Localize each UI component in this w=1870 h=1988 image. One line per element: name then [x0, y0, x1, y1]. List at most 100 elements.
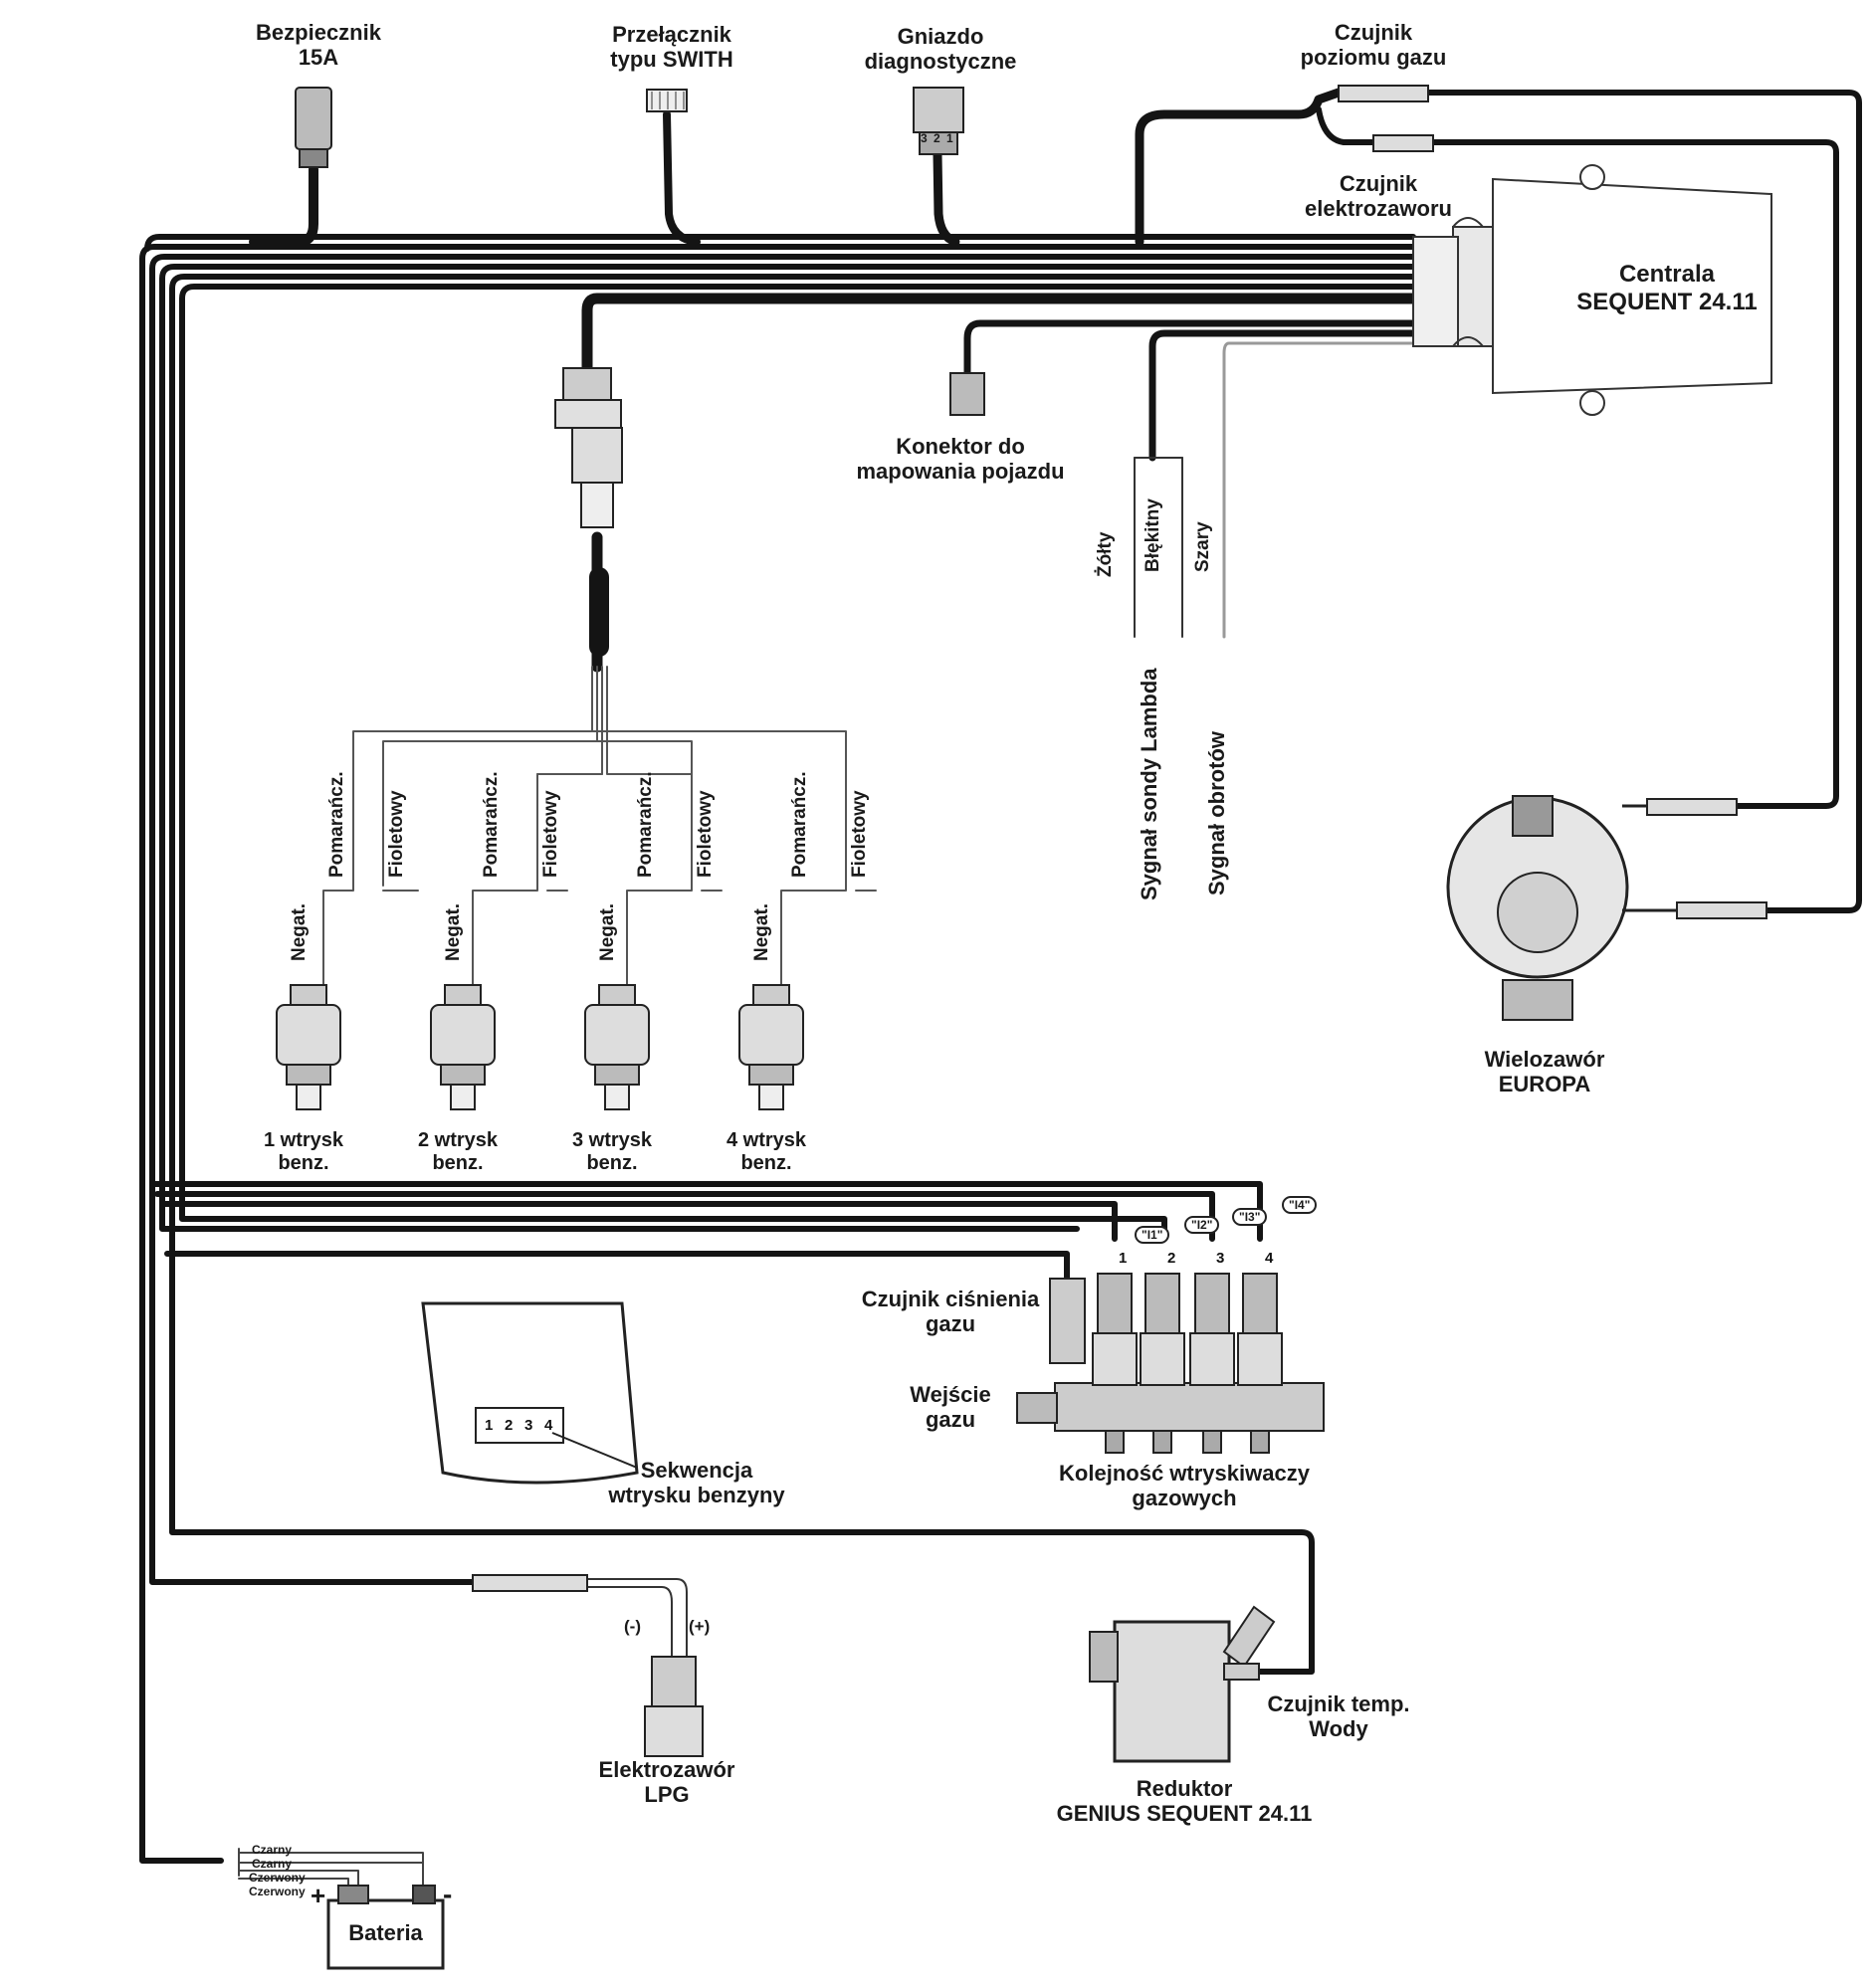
gas-injector-4: [1237, 1273, 1283, 1454]
inj2-violet-label: Fioletowy: [540, 790, 561, 878]
battery-wire-3: Czerwony: [249, 1871, 306, 1885]
battery-wire-4: Czerwony: [249, 1885, 306, 1898]
battery-plus: +: [311, 1881, 326, 1910]
inj1-orange-label: Pomarańcz.: [326, 771, 347, 878]
car-icon: [421, 1301, 639, 1485]
inj1-neg-label: Negat.: [289, 902, 310, 961]
signal-arrows: [1134, 457, 1183, 638]
gas-level-connector-icon: [1338, 85, 1434, 152]
petrol-harness: [581, 293, 1419, 374]
gas-injector-2-number: 2: [1167, 1250, 1176, 1267]
ecu-body: [1412, 164, 1772, 416]
gas-injector-1-tag: "I1": [1135, 1226, 1170, 1244]
petrol-injector-2: [430, 984, 496, 1110]
blue-wire-label: Błękitny: [1143, 498, 1163, 572]
lpg-polarity-positive: (+): [689, 1617, 711, 1636]
petrol-injector-4: [738, 984, 804, 1110]
inj4-neg-label: Negat.: [751, 902, 772, 961]
fuse-wire: [249, 164, 318, 247]
sequence-digit-4: 4: [544, 1417, 553, 1434]
multivalve-icon: [1446, 795, 1767, 1021]
gas-level-to-multivalve: [1425, 90, 1862, 913]
battery-label: Bateria: [348, 1920, 423, 1945]
gas-level-wire: [1135, 88, 1344, 247]
mapping-wire: [963, 319, 1417, 377]
sequence-digit-2: 2: [505, 1417, 514, 1434]
battery-wire-1: Czarny: [252, 1843, 293, 1857]
inj4-violet-label: Fioletowy: [849, 790, 870, 878]
lpg-polarity-negative: (-): [624, 1617, 641, 1636]
sequence-digit-3: 3: [524, 1417, 533, 1434]
fuse-icon: [295, 87, 332, 168]
petrol-injector-1: [276, 984, 341, 1110]
mapping-connector-icon: [949, 372, 985, 416]
diag-wire: [933, 149, 960, 247]
inj2-orange-label: Pomarańcz.: [481, 771, 502, 878]
gas-injector-3-tag: "I3": [1232, 1208, 1268, 1226]
switch-connector-icon: [646, 89, 688, 112]
gas-injector-4-tag: "I4": [1282, 1196, 1318, 1214]
sequence-digit-1: 1: [485, 1417, 494, 1434]
switch-wire: [663, 110, 701, 246]
grey-signal-wire: [1222, 341, 1415, 639]
lpg-valve-wire: [586, 1578, 688, 1658]
gas-injector-2: [1140, 1273, 1185, 1454]
gas-injector-harness: [149, 1181, 1263, 1282]
lpg-valve-icon: [472, 1574, 704, 1757]
main-harness: [139, 234, 1416, 1864]
inj3-orange-label: Pomarańcz.: [635, 771, 656, 878]
battery-minus: -: [443, 1879, 453, 1909]
rpm-signal-label: Sygnał obrotów: [1204, 731, 1229, 895]
grey-wire-label: Szary: [1192, 521, 1213, 572]
gas-injector-4-number: 4: [1265, 1250, 1274, 1267]
lambda-signal-label: Sygnał sondy Lambda: [1137, 668, 1161, 901]
gas-rail-icon: [1016, 1273, 1325, 1454]
diag-pin-2: 2: [934, 131, 940, 145]
valve-sensor-wire: [1316, 106, 1376, 145]
battery-icon: [326, 1885, 445, 1970]
petrol-injector-3: [584, 984, 650, 1110]
diag-connector-icon: [913, 87, 964, 155]
injector-plug-icon: [554, 367, 623, 528]
diag-pin-1: 1: [946, 131, 953, 145]
signal-wire: [1148, 329, 1417, 462]
water-temp-label: Czujnik temp.Wody: [1267, 1691, 1410, 1742]
inj3-neg-label: Negat.: [597, 902, 618, 961]
inj1-violet-label: Fioletowy: [386, 790, 407, 878]
petrol-injectors: [276, 984, 804, 1110]
gas-injector-2-tag: "I2": [1184, 1216, 1220, 1234]
battery-wires: [238, 1848, 424, 1901]
yellow-wire-label: Żółty: [1095, 531, 1116, 577]
gas-injector-3: [1189, 1273, 1235, 1454]
battery-wire-2: Czarny: [252, 1857, 293, 1871]
injector-cut-wires: [322, 666, 877, 986]
gas-injector-1: [1092, 1273, 1138, 1454]
reducer-icon: [1089, 1605, 1276, 1763]
inj2-neg-label: Negat.: [443, 902, 464, 961]
inj3-violet-label: Fioletowy: [695, 790, 716, 878]
diag-pin-3: 3: [921, 131, 928, 145]
gas-injector-1-number: 1: [1119, 1250, 1128, 1267]
inj4-orange-label: Pomarańcz.: [789, 771, 810, 878]
valve-sensor-to-multivalve: [1430, 139, 1839, 809]
gas-injector-3-number: 3: [1216, 1250, 1225, 1267]
